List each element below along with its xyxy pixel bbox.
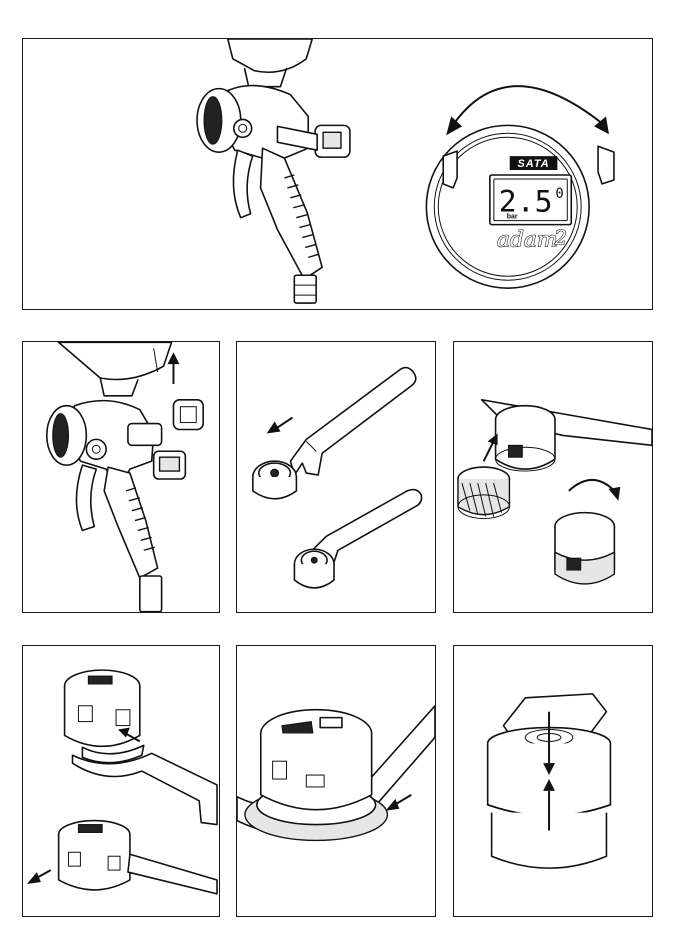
arrow-head-left bbox=[446, 116, 462, 135]
air-connector bbox=[140, 576, 162, 612]
paint-cup bbox=[228, 39, 312, 72]
gauge-model-number: 2 bbox=[553, 226, 567, 249]
gauge-brand: SATA bbox=[518, 158, 550, 170]
gun-handle bbox=[261, 148, 323, 279]
trigger bbox=[233, 150, 252, 218]
figure-5-panel bbox=[22, 645, 220, 917]
gauge-model: adam bbox=[497, 227, 558, 252]
wrench-top bbox=[290, 368, 415, 475]
lift-arrow bbox=[484, 441, 494, 461]
figure-4-drawing bbox=[454, 342, 652, 612]
figure-7-panel bbox=[453, 645, 653, 917]
figure-6-drawing bbox=[237, 646, 435, 916]
wrench-bottom bbox=[128, 854, 217, 894]
figure-4-panel bbox=[453, 341, 653, 613]
rotation-arrow bbox=[454, 86, 602, 123]
gun-handle bbox=[104, 467, 157, 578]
detached-gauge bbox=[173, 400, 203, 430]
wrench-top bbox=[72, 753, 217, 824]
left-tab bbox=[443, 151, 457, 188]
figure-2-panel bbox=[22, 341, 220, 613]
large-gauge: SATA 2.5 0 bar adam 2 bbox=[426, 86, 614, 288]
figure-6-panel bbox=[236, 645, 436, 917]
figure-1-panel: SATA 2.5 0 bar adam 2 bbox=[22, 38, 653, 310]
trigger bbox=[76, 465, 96, 530]
figure-1-drawing: SATA 2.5 0 bar adam 2 bbox=[23, 39, 652, 309]
paint-cup bbox=[59, 342, 172, 379]
figure-7-drawing bbox=[454, 646, 652, 916]
air-connector bbox=[294, 275, 316, 303]
rotation-arrow bbox=[569, 480, 615, 491]
right-tab bbox=[598, 146, 614, 184]
stem-cylinder bbox=[128, 424, 162, 446]
pressure-unit: bar bbox=[507, 214, 518, 221]
figure-2-drawing bbox=[23, 342, 219, 612]
pressure-reading-suffix: 0 bbox=[555, 186, 563, 202]
figure-3-panel bbox=[236, 341, 436, 613]
figure-5-drawing bbox=[23, 646, 219, 916]
figure-3-drawing bbox=[237, 342, 435, 612]
